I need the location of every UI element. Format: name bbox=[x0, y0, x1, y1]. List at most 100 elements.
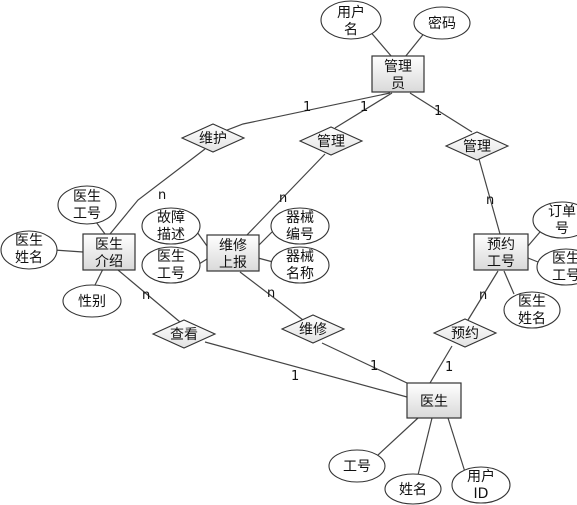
edge-maintain-intro bbox=[109, 148, 206, 235]
attribute-appt-doctor-name-label-2: 姓名 bbox=[518, 311, 546, 327]
attribute-report-device-name-label-2: 名称 bbox=[286, 266, 314, 282]
edge-manage-report-report bbox=[245, 153, 326, 237]
edge-appt-order-no bbox=[527, 231, 541, 247]
attribute-appt-doctor-id-label-1: 医生 bbox=[552, 251, 577, 267]
entity-appointment: 预约 工号 bbox=[473, 233, 529, 271]
attribute-report-doctor-id-label-2: 工号 bbox=[157, 266, 185, 282]
relationship-book-label: 预约 bbox=[451, 326, 479, 342]
attribute-appt-doctor-id-label-2: 工号 bbox=[552, 268, 577, 284]
attribute-appt-order-no: 订单 号 bbox=[532, 201, 577, 239]
attribute-report-device-id: 器械 编号 bbox=[270, 207, 330, 245]
attribute-doctor-worker-id-label: 工号 bbox=[343, 459, 371, 475]
attribute-appt-doctor-name: 医生 姓名 bbox=[503, 291, 561, 329]
entity-appointment-label-1: 预约 bbox=[487, 237, 515, 253]
attribute-admin-username-label-2: 名 bbox=[344, 22, 358, 38]
entity-doctor-intro: 医生 介绍 bbox=[82, 233, 136, 271]
attribute-admin-password-label: 密码 bbox=[428, 15, 456, 32]
card-maintain-admin: 1 bbox=[303, 100, 311, 115]
entity-doctor-intro-label-1: 医生 bbox=[95, 237, 123, 253]
entity-doctor: 医生 bbox=[406, 382, 462, 419]
attribute-report-fault-desc-label-1: 故障 bbox=[157, 210, 185, 226]
relationship-maintain: 维护 bbox=[180, 123, 246, 153]
attribute-doctor-user-id-label-2: ID bbox=[474, 486, 489, 502]
edge-book-doctor bbox=[429, 345, 453, 384]
attribute-intro-doctor-name: 医生 姓名 bbox=[0, 230, 58, 270]
entity-admin-label-1: 管理 bbox=[384, 59, 412, 75]
edge-admin-manage-report bbox=[334, 92, 393, 129]
attribute-intro-worker-id-label-2: 工号 bbox=[73, 206, 101, 222]
attribute-report-device-name-label-1: 器械 bbox=[286, 249, 314, 265]
attribute-report-doctor-id: 医生 工号 bbox=[141, 246, 201, 284]
relationship-book: 预约 bbox=[432, 318, 498, 348]
entity-repair-report-label-1: 维修 bbox=[219, 238, 247, 254]
cardinality-labels: 1 n 1 n 1 n n 1 n 1 n 1 bbox=[142, 100, 494, 384]
connector-lines bbox=[53, 21, 544, 476]
edge-report-fault-desc bbox=[196, 231, 208, 247]
card-manage-report-admin: 1 bbox=[360, 100, 368, 115]
card-repair-doctor: 1 bbox=[370, 359, 378, 374]
attribute-report-fault-desc: 故障 描述 bbox=[141, 207, 201, 245]
attribute-report-fault-desc-label-2: 描述 bbox=[157, 227, 185, 243]
relationship-maintain-label: 维护 bbox=[199, 131, 227, 147]
attribute-report-device-id-label-2: 编号 bbox=[286, 227, 314, 243]
relationship-repair-label: 维修 bbox=[299, 322, 327, 338]
attribute-admin-username: 用户 名 bbox=[320, 0, 382, 40]
edge-manage-appt-appt bbox=[478, 158, 501, 235]
entity-admin: 管理 员 bbox=[371, 55, 425, 93]
card-book-doctor: 1 bbox=[445, 360, 453, 375]
relationship-manage-report: 管理 bbox=[298, 126, 364, 156]
attribute-intro-gender: 性别 bbox=[62, 284, 122, 318]
relationship-manage-appt: 管理 bbox=[444, 131, 510, 161]
entity-repair-report-label-2: 上报 bbox=[219, 255, 247, 271]
attribute-doctor-user-id: 用户 ID bbox=[451, 466, 511, 504]
card-view-intro: n bbox=[142, 288, 150, 303]
attribute-doctor-worker-id: 工号 bbox=[328, 449, 386, 483]
attribute-intro-worker-id-label-1: 医生 bbox=[73, 189, 101, 205]
attribute-doctor-user-id-label-1: 用户 bbox=[467, 468, 495, 485]
entity-repair-report: 维修 上报 bbox=[206, 234, 260, 272]
attribute-appt-order-no-label-2: 号 bbox=[555, 221, 569, 237]
card-manage-appt-appt: n bbox=[486, 193, 494, 208]
relationship-view: 查看 bbox=[151, 319, 217, 349]
edge-doctor-name bbox=[417, 417, 433, 476]
edge-doctor-user-id bbox=[447, 417, 466, 473]
relationship-view-label: 查看 bbox=[170, 327, 198, 343]
card-view-doctor: 1 bbox=[291, 369, 299, 384]
card-manage-report-report: n bbox=[279, 191, 287, 206]
attribute-admin-username-label-1: 用户 bbox=[337, 4, 365, 21]
attribute-report-device-name: 器械 名称 bbox=[270, 246, 330, 284]
relationship-repair: 维修 bbox=[280, 314, 346, 344]
attribute-admin-password: 密码 bbox=[413, 6, 471, 40]
attribute-intro-doctor-name-label-2: 姓名 bbox=[15, 250, 43, 266]
relationship-manage-report-label: 管理 bbox=[317, 134, 345, 150]
edge-report-repair bbox=[239, 271, 304, 321]
entity-appointment-label-2: 工号 bbox=[487, 254, 515, 270]
card-manage-appt-admin: 1 bbox=[434, 104, 442, 119]
attribute-intro-doctor-name-label-1: 医生 bbox=[15, 233, 43, 249]
attribute-doctor-name: 姓名 bbox=[384, 473, 442, 505]
edge-doctor-worker-id bbox=[377, 417, 419, 456]
edge-repair-doctor bbox=[321, 342, 408, 384]
entity-admin-label-2: 员 bbox=[391, 76, 405, 92]
card-maintain-intro: n bbox=[158, 188, 166, 203]
card-repair-report: n bbox=[267, 286, 275, 301]
attribute-intro-gender-label: 性别 bbox=[78, 294, 106, 310]
edge-intro-doctor-name bbox=[53, 249, 84, 253]
edge-report-device-name bbox=[257, 257, 274, 263]
attribute-report-device-id-label-1: 器械 bbox=[286, 210, 314, 226]
edge-appt-doctor-name bbox=[503, 270, 515, 295]
entity-doctor-label: 医生 bbox=[420, 394, 448, 410]
attribute-appt-order-no-label-1: 订单 bbox=[548, 204, 576, 220]
edge-intro-view bbox=[117, 269, 181, 323]
edge-report-device-id bbox=[257, 231, 273, 247]
attribute-intro-worker-id: 医生 工号 bbox=[57, 185, 117, 225]
edge-view-doctor bbox=[204, 341, 408, 398]
attribute-report-doctor-id-label-1: 医生 bbox=[157, 249, 185, 265]
attribute-doctor-name-label: 姓名 bbox=[399, 482, 427, 498]
relationship-manage-appt-label: 管理 bbox=[463, 139, 491, 155]
attribute-appt-doctor-name-label-1: 医生 bbox=[518, 294, 546, 310]
card-book-appt: n bbox=[479, 288, 487, 303]
edge-admin-manage-appt bbox=[409, 92, 473, 133]
entity-doctor-intro-label-2: 介绍 bbox=[95, 254, 123, 270]
